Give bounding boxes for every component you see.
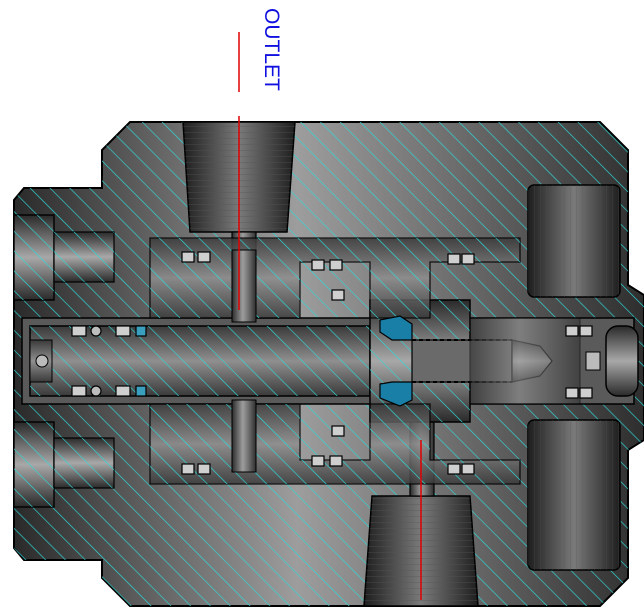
spool [29, 325, 371, 397]
left-fitting-upper [13, 214, 115, 301]
side-port-lower [527, 419, 621, 571]
seal-lower [379, 381, 413, 407]
outlet-label: OUTLET [260, 8, 283, 91]
end-cap-right [585, 325, 639, 397]
seal-upper [379, 315, 413, 341]
lower-chamber [149, 399, 521, 485]
side-port-upper [527, 184, 621, 298]
upper-chamber [149, 237, 521, 323]
centerlines [238, 32, 422, 600]
left-fitting-lower [13, 421, 115, 508]
o-rings [71, 251, 593, 475]
